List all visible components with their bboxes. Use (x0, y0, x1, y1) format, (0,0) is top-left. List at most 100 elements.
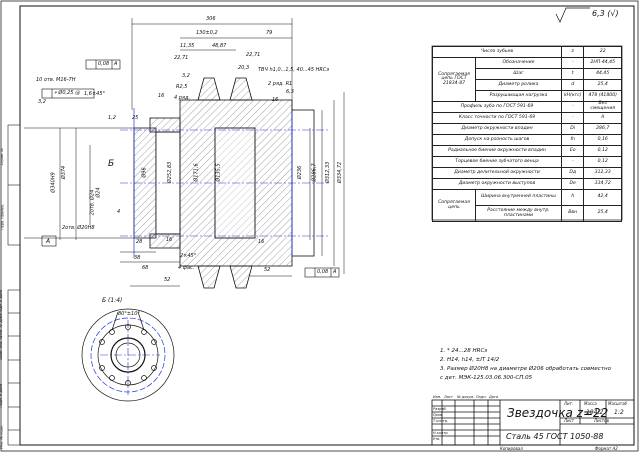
row-utv: Утв. (433, 437, 441, 441)
dim-d17: 25 (132, 115, 139, 121)
table-cell: Di (560, 123, 585, 135)
table-row: Сопрягаемая цепь Ширина внутренней пласт… (432, 189, 622, 222)
table-cell: h (560, 189, 585, 206)
col-sign: Подп. (476, 395, 487, 399)
col-doc: № докум. (457, 395, 475, 399)
dim-d21: Ø24 (95, 187, 102, 198)
table-cell: 0,16 (583, 134, 622, 146)
table-cell: Без смещения (583, 101, 622, 113)
table-cell: Bвн (560, 205, 585, 222)
datum-a: А (46, 238, 51, 245)
position-tol: ⌖ Ø0,25 Ⓜ (54, 90, 80, 96)
dim-d29: 52 (264, 267, 271, 273)
table-cell: fn (560, 134, 585, 146)
table-cell: 334,72 (583, 178, 622, 190)
dim-d39: Ø236 (297, 165, 304, 180)
drawing-title: Звездочка z=22 (507, 406, 609, 420)
col-list: Лист (444, 395, 453, 399)
table-cell: 2НП-44,45 (583, 57, 622, 69)
table-cell: 0,12 (583, 156, 622, 168)
table-row: Радиальное биение окружности впадин Eo 0… (432, 145, 622, 157)
table-cell: Диаметр ролика (475, 79, 562, 91)
col-izm: Изм. (433, 395, 442, 399)
dim-d16: 1,2 (108, 115, 116, 121)
table-row: Класс точности по ГОСТ 591-69 - A (432, 112, 622, 124)
dim-d23: 38 (134, 255, 141, 261)
dim-d26: 2×45° (180, 253, 197, 259)
rotated-label-1: Ø374 (61, 165, 68, 180)
dim-d32: Ø96 (141, 167, 148, 178)
note-2: 2. Н14, h14, ±IT 14/2 (440, 357, 500, 363)
table-cell: Разрушающая нагрузка (475, 90, 562, 102)
table-cell: Ширина внутренней пластины (475, 189, 562, 206)
side-label-5: Подп. и дата (0, 383, 4, 408)
title-block-frame (431, 399, 635, 446)
row-nkontr: Н.контр. (433, 431, 449, 435)
dimension-lines (24, 18, 345, 287)
drawing-material: Сталь 45 ГОСТ 1050-88 (506, 432, 604, 441)
dim-d36: Ø312,33 (325, 161, 332, 184)
side-label-4: Взам. инв. № (0, 336, 4, 360)
table-row: Допуск на разность шагов fn 0,16 (432, 134, 622, 146)
table-cell: 312,33 (583, 167, 622, 179)
table-row: Расстояние между внутр. пластинами Bвн 2… (433, 205, 622, 222)
dim-d33: Ø252,83 (167, 161, 174, 184)
table-row: Диаметр окружности выступов De 334,72 (432, 178, 622, 190)
dim-d3: 11,35 (180, 43, 195, 49)
col-date: Дата (489, 395, 499, 399)
table-cell: 0,12 (583, 145, 622, 157)
table-cell: 42,4 (583, 189, 622, 206)
note-4: с дет. МЭК-125.03.06.300-СП.05 (440, 375, 533, 381)
table-cell: 478 (41800) (583, 90, 622, 102)
section-b-angle: 80°±10° (118, 311, 140, 317)
table-header-sym: z (560, 46, 585, 58)
dim-d35: Ø135,5 (215, 163, 222, 182)
dim-d12: 16 (272, 97, 279, 103)
note-3: 3. Размер Ø20Н8 на диаметре Ø206 обработ… (440, 366, 611, 372)
table-header-val: 22 (583, 46, 622, 58)
dim-d5: 22,71 (174, 55, 189, 61)
section-b-view (81, 308, 175, 402)
table-cell: t (560, 68, 585, 80)
table-cell: 286,7 (583, 123, 622, 135)
rotated-label-0: Ø340Н9 (50, 172, 57, 193)
table-cell: Шаг (475, 68, 562, 80)
side-label-0: Перв. примен. (0, 203, 5, 230)
mass-label: Масса (584, 401, 597, 406)
dim-d38: Ø286,7 (311, 163, 318, 182)
table-row: Сопрягаемая цепь ГОСТ 21834-87 Обозначен… (432, 57, 622, 102)
table-cell: Диаметр окружности впадин (432, 123, 562, 135)
table-cell: - (560, 112, 585, 124)
table-cell: 44,45 (583, 68, 622, 80)
tolerance-frames (41, 59, 340, 278)
table-header-row: Число зубьев z 22 (432, 46, 622, 58)
table-row: Диаметр окружности впадин Di 286,7 (432, 123, 622, 135)
dim-d22: 28 (136, 239, 143, 245)
axis-lines (100, 129, 330, 395)
sheets-label: Листов (594, 418, 609, 423)
dim-d2: 79 (266, 30, 273, 36)
side-label-6: Инв. № подл. (0, 424, 4, 449)
tol1-value: 0,08 (98, 61, 110, 67)
table-row: Диаметр делительной окружности Dд 312,33 (432, 167, 622, 179)
dim-d8: 3,2 (182, 73, 190, 79)
table-cell: Допуск на разность шагов (432, 134, 562, 146)
side-label-2: Подп. и дата (0, 289, 4, 314)
side-strip (7, 124, 21, 446)
table-row: Профиль зуба по ГОСТ 591-69 - Без смещен… (432, 101, 622, 113)
row-razrab: Разраб. (433, 407, 447, 411)
dim-d9: R2,5 (176, 84, 188, 90)
table-cell: A (583, 112, 622, 124)
heat-treat-note: ТВЧ h1,0...1,5, 40...45 HRCэ (258, 67, 330, 73)
dim-d1: 130±0,2 (196, 30, 218, 36)
dim-d37: Ø334,72 (337, 161, 344, 184)
section-b-label: Б (1:4) (102, 297, 123, 304)
dim-d27: 4 фас. (178, 265, 195, 271)
table-cell: - (560, 101, 585, 113)
table-row: Торцевое биение зубчатого венца - 0,12 (432, 156, 622, 168)
dim-d15: 1,6×45° (84, 91, 106, 97)
scale-label: Масштаб (608, 401, 628, 406)
tol2-value: 0,08 (317, 269, 329, 275)
table-cell: 25,4 (583, 205, 622, 222)
